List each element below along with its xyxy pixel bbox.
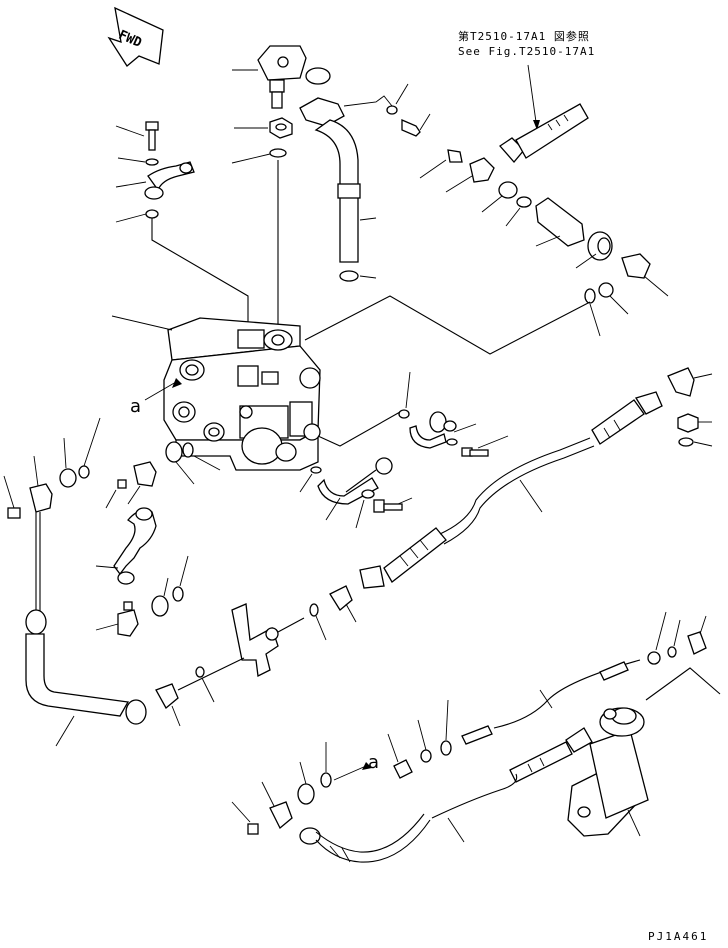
clip-bolt-top-right — [386, 83, 431, 137]
callout-a-upper: a — [130, 396, 141, 417]
left-pipe-assembly — [3, 417, 147, 747]
elbow-fittings-right — [667, 367, 713, 447]
banjo-fitting-lower-center — [299, 457, 413, 529]
suction-pipe — [299, 95, 393, 282]
fitting-cluster-left — [95, 441, 221, 637]
upper-right-hose — [304, 103, 669, 355]
drawing-code: PJ1A461 — [648, 930, 708, 943]
fwd-arrow-icon: FWD — [107, 6, 164, 67]
reference-en: See Fig.T2510-17A1 — [458, 45, 595, 58]
banjo-fitting-upper-left — [115, 121, 249, 330]
pump-fitting — [232, 45, 331, 109]
accumulator — [567, 667, 721, 837]
lower-center-fittings: a — [231, 699, 452, 863]
hose-assembly-mid — [359, 391, 663, 589]
main-control-valve: a — [111, 315, 401, 471]
top-nut — [231, 117, 293, 335]
lower-hose-assembly — [431, 611, 707, 843]
center-bracket — [155, 585, 357, 727]
banjo-fitting-mid-right — [398, 371, 509, 457]
reference-jp: 第T2510-17A1 図参照 — [458, 29, 590, 43]
callout-a-lower: a — [368, 752, 379, 773]
reference-note: 第T2510-17A1 図参照 See Fig.T2510-17A1 — [458, 29, 595, 130]
